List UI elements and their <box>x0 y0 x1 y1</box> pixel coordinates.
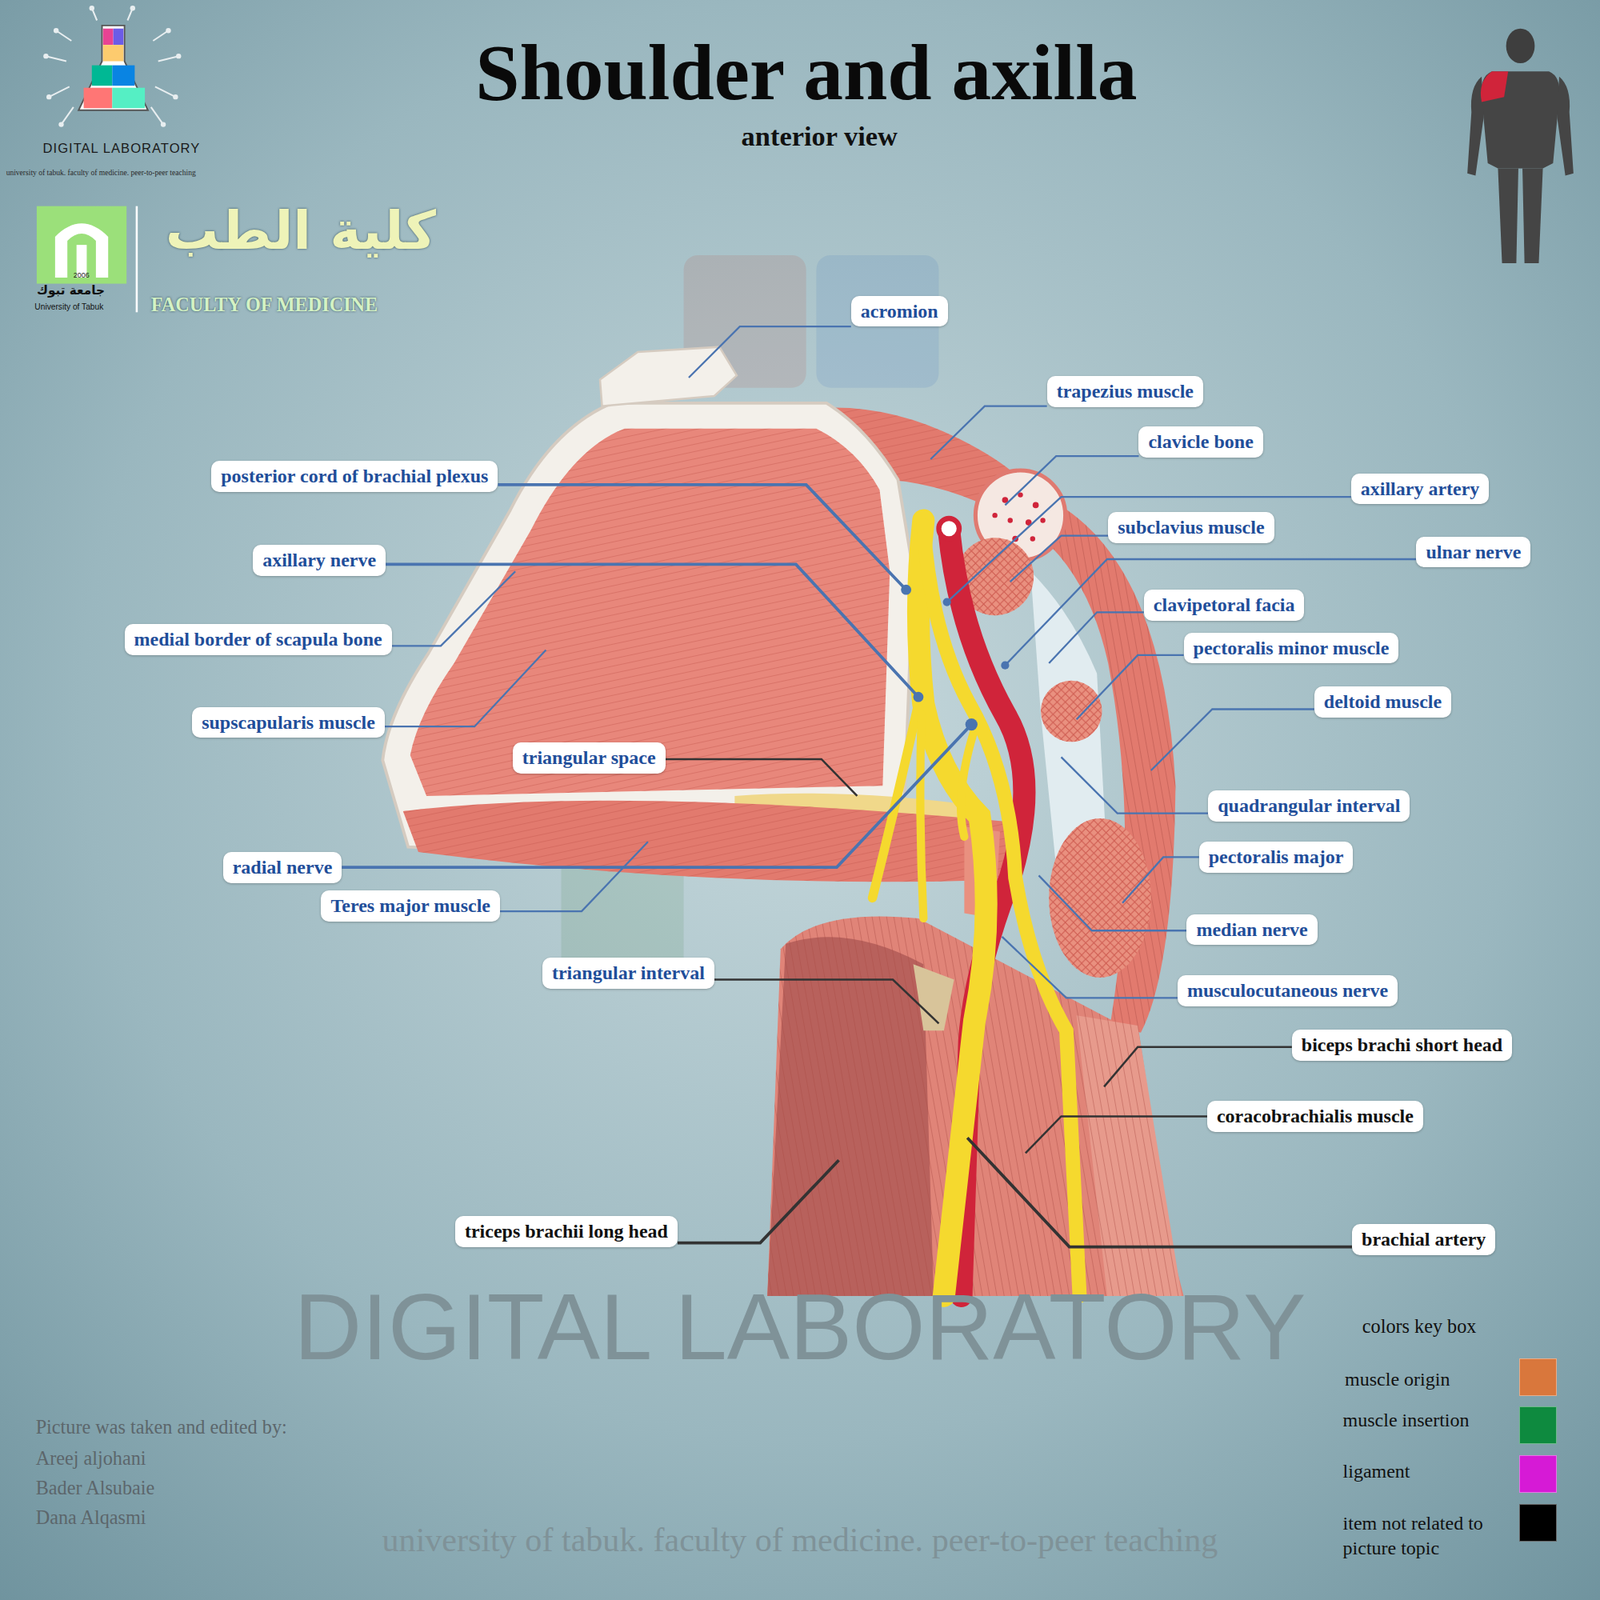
lab-logo <box>43 5 181 128</box>
callout-label: triangular space <box>512 742 666 774</box>
leader-lines <box>341 326 1416 998</box>
label-text: clavipetoral facia <box>1153 593 1296 617</box>
callout-label: triangular interval <box>542 957 715 989</box>
label-text: medial border of scapula bone <box>134 628 383 652</box>
label-text: axillary artery <box>1360 477 1480 501</box>
label-text: clavicle bone <box>1148 430 1253 454</box>
callout-label: subclavius muscle <box>1108 512 1274 544</box>
callout-label: pectoralis major <box>1199 841 1354 873</box>
callout-label: posterior cord of brachial plexus <box>211 460 498 492</box>
body-figure <box>1467 28 1574 264</box>
credit: Picture was taken and edited by: <box>36 1416 288 1439</box>
legend-text: ligament <box>1343 1459 1512 1484</box>
logo-year: 2006 <box>73 271 90 280</box>
university-name-arabic: جامعة تبوك <box>36 284 105 299</box>
label-text: quadrangular interval <box>1217 794 1400 818</box>
callout-label: pectoralis minor muscle <box>1184 632 1400 664</box>
label-text: radial nerve <box>232 856 333 880</box>
logo-subtext: university of tabuk. faculty of medicine… <box>6 168 196 177</box>
callout-label: deltoid muscle <box>1314 686 1452 718</box>
callout-label: coracobrachialis muscle <box>1207 1100 1424 1132</box>
leader-dots <box>900 584 1009 731</box>
legend-title: colors key box <box>1362 1315 1477 1338</box>
callout-label: ulnar nerve <box>1416 536 1531 568</box>
watermark: university of tabuk. faculty of medicine… <box>382 1520 1219 1560</box>
label-text: coracobrachialis muscle <box>1216 1104 1414 1128</box>
title: Shoulder and axilla <box>475 28 1137 116</box>
label-text: trapezius muscle <box>1056 380 1194 404</box>
label-text: ulnar nerve <box>1425 540 1521 564</box>
label-text: triceps brachii long head <box>464 1220 668 1244</box>
callout-label: Teres major muscle <box>320 890 500 922</box>
credit: Bader Alsubaie <box>36 1476 156 1500</box>
callout-label: trapezius muscle <box>1047 376 1204 408</box>
callout-label: median nerve <box>1186 914 1317 946</box>
logo-text: DIGITAL LABORATORY <box>43 140 201 156</box>
label-text: Teres major muscle <box>330 894 491 918</box>
callout-label: biceps brachi short head <box>1292 1029 1512 1061</box>
university-name: University of Tabuk <box>34 302 104 312</box>
legend-text: muscle origin <box>1344 1367 1513 1392</box>
callout-label: quadrangular interval <box>1208 790 1410 822</box>
callout-label: clavicle bone <box>1138 426 1263 458</box>
callout-label: axillary nerve <box>252 544 386 576</box>
callout-label: medial border of scapula bone <box>124 624 392 656</box>
legend-swatch <box>1519 1358 1557 1396</box>
callout-label: musculocutaneous nerve <box>1177 975 1398 1007</box>
legend-swatch <box>1519 1504 1557 1542</box>
credit: Dana Alqasmi <box>36 1506 147 1529</box>
callout-label: acromion <box>851 296 948 328</box>
legend-text: item not related to picture topic <box>1343 1511 1512 1561</box>
label-text: subclavius muscle <box>1117 516 1264 540</box>
label-text: pectoralis major <box>1208 845 1344 869</box>
label-text: posterior cord of brachial plexus <box>220 464 488 488</box>
label-text: brachial artery <box>1361 1228 1486 1252</box>
label-text: median nerve <box>1196 918 1308 942</box>
callout-label: supscapularis muscle <box>192 707 385 739</box>
label-text: musculocutaneous nerve <box>1187 979 1388 1003</box>
label-text: pectoralis minor muscle <box>1193 636 1390 660</box>
legend-swatch <box>1519 1406 1557 1444</box>
watermark: DIGITAL LABORATORY <box>294 1273 1307 1382</box>
faculty-name: FACULTY OF MEDICINE <box>151 293 378 316</box>
university-logo <box>36 206 137 313</box>
callout-label: axillary artery <box>1351 473 1490 505</box>
legend-text: muscle insertion <box>1343 1408 1512 1433</box>
callout-label: brachial artery <box>1352 1224 1496 1256</box>
callout-label: radial nerve <box>223 852 343 884</box>
label-text: supscapularis muscle <box>201 711 376 735</box>
callout-label: triceps brachii long head <box>455 1216 678 1248</box>
subtitle: anterior view <box>741 120 898 153</box>
label-text: triangular space <box>522 746 656 770</box>
label-text: acromion <box>860 300 939 324</box>
faculty-name-arabic: كلية الطب <box>165 200 436 261</box>
label-text: biceps brachi short head <box>1301 1033 1503 1057</box>
label-text: triangular interval <box>552 961 705 985</box>
callout-label: clavipetoral facia <box>1144 589 1305 621</box>
anatomy <box>382 347 1184 1296</box>
legend-swatch <box>1519 1455 1557 1493</box>
credit: Areej aljohani <box>36 1447 147 1470</box>
label-text: deltoid muscle <box>1324 690 1442 714</box>
label-text: axillary nerve <box>262 548 376 572</box>
